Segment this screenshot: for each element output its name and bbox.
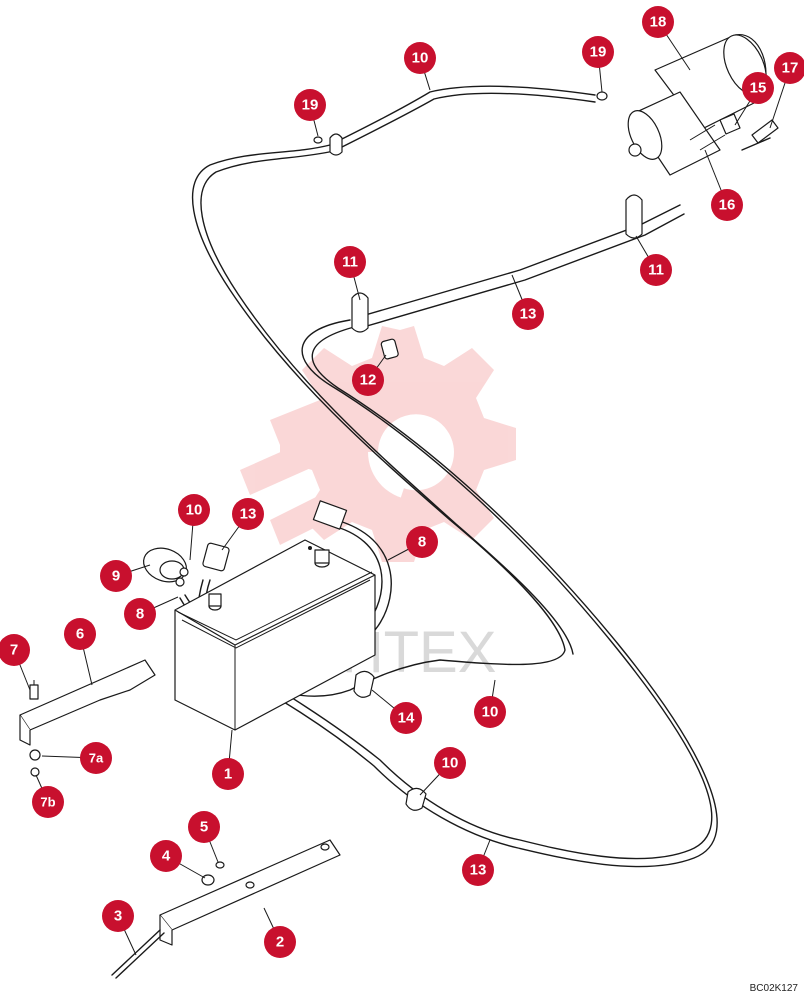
svg-text:11: 11 — [342, 254, 358, 271]
svg-text:8: 8 — [136, 606, 144, 623]
callout-19-left: 19 — [294, 89, 326, 121]
callout-4: 4 — [150, 840, 182, 872]
svg-text:2: 2 — [276, 934, 284, 951]
callout-13-lower: 13 — [462, 854, 494, 886]
cable-10 — [191, 85, 596, 697]
svg-text:7a: 7a — [89, 751, 104, 766]
svg-text:17: 17 — [782, 60, 799, 77]
nut-19-a — [313, 136, 323, 144]
callout-16: 16 — [711, 189, 743, 221]
callout-10-battery: 10 — [178, 494, 210, 526]
svg-text:10: 10 — [442, 755, 459, 772]
bushing-12 — [380, 338, 399, 360]
svg-text:3: 3 — [114, 908, 122, 925]
callout-2: 2 — [264, 926, 296, 958]
cable-end-17-lead — [741, 137, 771, 151]
svg-text:13: 13 — [520, 306, 537, 323]
svg-text:8: 8 — [418, 534, 426, 551]
cable-13 — [197, 204, 718, 868]
svg-text:16: 16 — [719, 197, 736, 214]
callout-13-upper: 13 — [512, 298, 544, 330]
callout-15: 15 — [742, 72, 774, 104]
callout-9: 9 — [100, 560, 132, 592]
svg-text:7: 7 — [10, 642, 18, 659]
bracket-6 — [19, 659, 156, 777]
callout-13-battery: 13 — [232, 498, 264, 530]
callout-17: 17 — [774, 52, 804, 84]
callout-1: 1 — [212, 758, 244, 790]
svg-text:13: 13 — [240, 506, 257, 523]
drawing-code: BC02K127 — [749, 983, 798, 994]
callout-11-right: 11 — [640, 254, 672, 286]
callout-10-middle: 10 — [474, 696, 506, 728]
svg-text:4: 4 — [162, 848, 171, 865]
solenoid — [143, 542, 230, 587]
bracket-2 — [159, 839, 341, 946]
callouts: 18 19 10 19 17 15 16 11 11 13 12 10 13 8… — [0, 6, 804, 958]
callout-7b: 7b — [32, 786, 64, 818]
rod-3-edge — [115, 932, 165, 979]
svg-text:9: 9 — [112, 568, 120, 585]
svg-text:14: 14 — [398, 710, 415, 727]
cable-end-17 — [751, 119, 779, 144]
svg-text:1: 1 — [224, 766, 232, 783]
svg-text:19: 19 — [302, 97, 319, 114]
svg-text:18: 18 — [650, 14, 667, 31]
callout-8-right: 8 — [406, 526, 438, 558]
svg-text:7b: 7b — [40, 795, 55, 810]
svg-text:13: 13 — [470, 862, 487, 879]
svg-text:10: 10 — [482, 704, 499, 721]
clamp-14 — [353, 670, 375, 698]
callout-14: 14 — [390, 702, 422, 734]
clamp-11-b — [625, 194, 643, 239]
clamp-11-a — [351, 292, 369, 333]
svg-text:10: 10 — [412, 50, 429, 67]
callout-12: 12 — [352, 364, 384, 396]
svg-text:5: 5 — [200, 819, 208, 836]
callout-8-left: 8 — [124, 598, 156, 630]
svg-text:15: 15 — [750, 80, 767, 97]
nut-19-b — [596, 91, 608, 101]
watermark-gear-icon — [240, 326, 516, 562]
callout-18: 18 — [642, 6, 674, 38]
battery — [174, 539, 376, 731]
clamp-10-a — [329, 133, 343, 156]
callout-10-top: 10 — [404, 42, 436, 74]
svg-text:6: 6 — [76, 626, 84, 643]
callout-19-top-right: 19 — [582, 36, 614, 68]
svg-text:19: 19 — [590, 44, 607, 61]
callout-7a: 7a — [80, 742, 112, 774]
callout-6: 6 — [64, 618, 96, 650]
svg-text:11: 11 — [648, 262, 664, 279]
rod-3 — [111, 929, 161, 976]
svg-text:12: 12 — [360, 372, 377, 389]
callout-7: 7 — [0, 634, 30, 666]
callout-5: 5 — [188, 811, 220, 843]
svg-text:10: 10 — [186, 502, 203, 519]
callout-10-clamp: 10 — [434, 747, 466, 779]
callout-3: 3 — [102, 900, 134, 932]
callout-11-left: 11 — [334, 246, 366, 278]
